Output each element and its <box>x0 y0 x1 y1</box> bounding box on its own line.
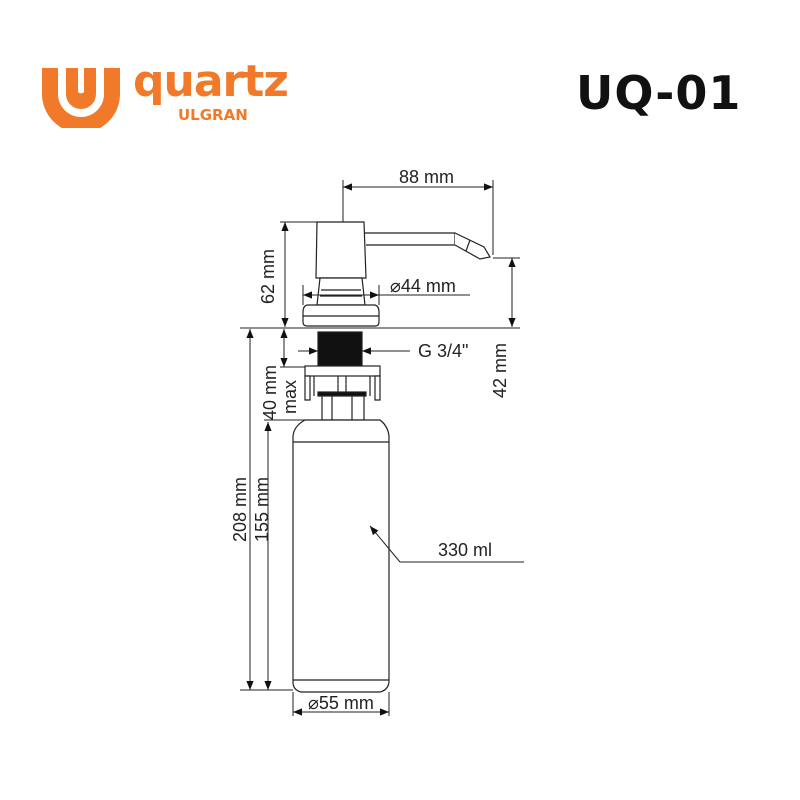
model-number: UQ-01 <box>576 66 742 120</box>
brand-name: quartz <box>133 56 289 107</box>
dim-spout-height: 42 mm <box>490 343 510 398</box>
dim-max-thickness: 40 mm <box>260 365 280 420</box>
dim-head-height: 62 mm <box>258 249 278 304</box>
dim-head-diameter: ⌀44 mm <box>390 276 456 296</box>
dim-spout-length: 88 mm <box>399 167 454 187</box>
dim-thread: G 3/4" <box>418 341 468 361</box>
dim-bottle-diameter: ⌀55 mm <box>308 693 374 713</box>
sub-brand: ULGRAN <box>178 106 248 124</box>
dim-bottle-height: 155 mm <box>252 477 272 542</box>
ulgran-logo-icon <box>36 64 126 133</box>
dim-bottle-volume: 330 ml <box>438 540 492 560</box>
dim-total-below: 208 mm <box>230 477 250 542</box>
dim-max-label: max <box>280 380 300 414</box>
